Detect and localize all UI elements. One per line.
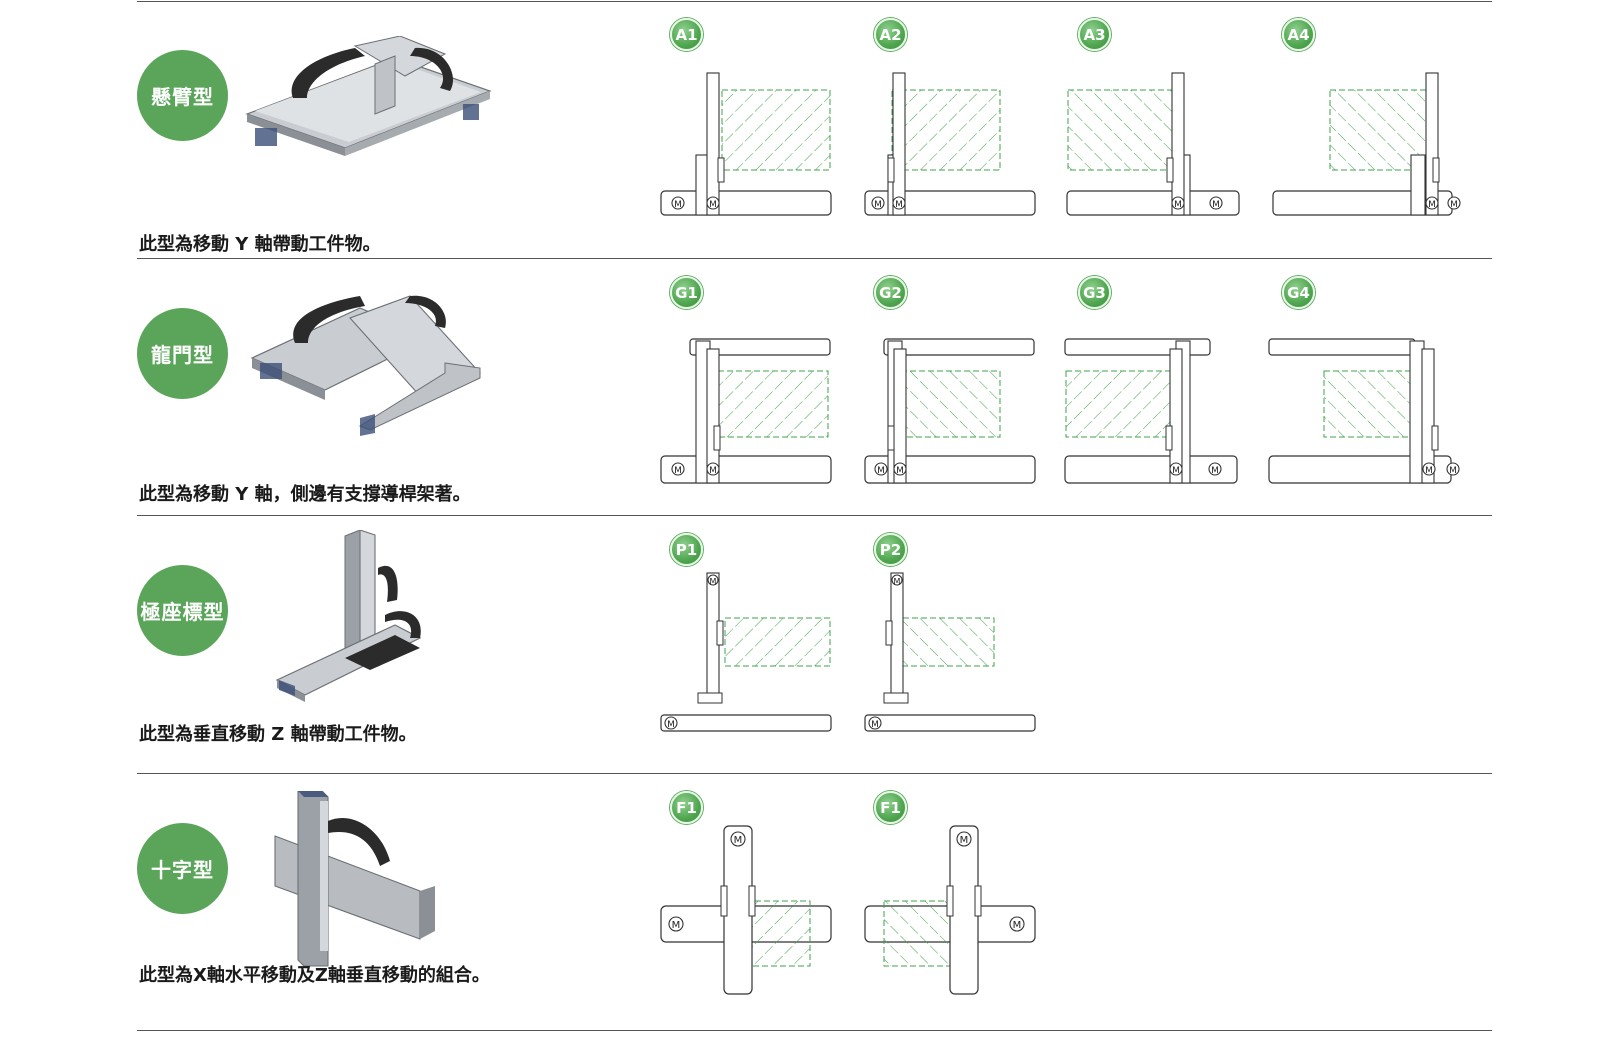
workspace-diagram: M M — [1272, 72, 1461, 216]
diagram-label: P2 — [874, 533, 907, 566]
workspace-diagram: M M — [1066, 72, 1240, 216]
cross-robot-image — [274, 791, 435, 967]
motor-symbol: M — [667, 720, 675, 730]
row-cross: 十字型 此型為X軸水平移動及Z軸垂直移動的組合。 F1 M M F1 — [0, 773, 1613, 1031]
motor-symbol: M — [709, 200, 717, 210]
diagram-label: A2 — [874, 18, 907, 51]
type-badge: 龍門型 — [137, 308, 228, 399]
motor-symbol: M — [709, 466, 717, 476]
motor-symbol: M — [1450, 200, 1458, 210]
divider-line — [137, 1030, 1492, 1031]
row-polar: 極座標型 此型為垂直移動 Z 軸帶動工件物。 P1 M M P2 — [0, 515, 1613, 773]
cantilever-robot-image — [245, 36, 492, 156]
motor-symbol: M — [1172, 466, 1180, 476]
motor-symbol: M — [672, 920, 681, 931]
motor-symbol: M — [710, 577, 717, 586]
divider-line — [137, 515, 1492, 516]
type-badge: 十字型 — [137, 823, 228, 914]
motor-symbol: M — [1174, 200, 1182, 210]
diagram-label: G1 — [670, 276, 703, 309]
diagram-label: A1 — [670, 18, 703, 51]
polar-robot-image — [275, 530, 422, 702]
description: 此型為移動 Y 軸，側邊有支撐導桿架著。 — [139, 484, 471, 505]
workspace-diagram: M M — [864, 825, 1036, 995]
motor-symbol: M — [1211, 466, 1219, 476]
diagram-label: F1 — [874, 791, 907, 824]
description: 此型為垂直移動 Z 軸帶動工件物。 — [139, 724, 417, 745]
workspace-diagram: M M — [660, 572, 832, 732]
motor-symbol: M — [894, 577, 901, 586]
motor-symbol: M — [877, 466, 885, 476]
diagram-label: A3 — [1078, 18, 1111, 51]
workspace-diagram: M M — [864, 338, 1036, 484]
motor-symbol: M — [674, 200, 682, 210]
motor-symbol: M — [960, 835, 969, 846]
motor-symbol: M — [1425, 466, 1433, 476]
description: 此型為X軸水平移動及Z軸垂直移動的組合。 — [139, 965, 490, 986]
motor-symbol: M — [674, 466, 682, 476]
workspace-diagram: M M — [864, 572, 1036, 732]
diagram-label: G3 — [1078, 276, 1111, 309]
diagram-label: A4 — [1282, 18, 1315, 51]
type-badge: 極座標型 — [137, 565, 228, 656]
motor-symbol: M — [871, 720, 879, 730]
motor-symbol: M — [734, 835, 743, 846]
divider-line — [137, 258, 1492, 259]
description: 此型為移動 Y 軸帶動工件物。 — [139, 234, 381, 255]
row-cantilever: 懸臂型 此型為移動 Y 軸帶動工件物。 A1 — [0, 0, 1613, 258]
type-badge: 懸臂型 — [137, 50, 228, 141]
diagram-label: G4 — [1282, 276, 1315, 309]
workspace-diagram: M M — [1268, 338, 1460, 484]
row-gantry: 龍門型 此型為移動 Y 軸，側邊有支撐導桿架著。 G1 M M G2 — [0, 258, 1613, 516]
diagram-label: F1 — [670, 791, 703, 824]
diagram-label: G2 — [874, 276, 907, 309]
gantry-robot-image — [250, 295, 481, 436]
workspace-diagram: M M — [660, 72, 832, 216]
diagram-label: P1 — [670, 533, 703, 566]
motor-symbol: M — [896, 466, 904, 476]
motor-symbol: M — [1428, 200, 1436, 210]
divider-line — [137, 773, 1492, 774]
workspace-diagram: M M — [660, 338, 832, 484]
motor-symbol: M — [874, 200, 882, 210]
motor-symbol: M — [1212, 200, 1220, 210]
divider-line — [137, 1, 1492, 2]
motor-symbol: M — [895, 200, 903, 210]
motor-symbol: M — [1449, 466, 1457, 476]
workspace-diagram: M M — [1064, 338, 1238, 484]
workspace-diagram: M M — [864, 72, 1036, 216]
motor-symbol: M — [1013, 920, 1022, 931]
workspace-diagram: M M — [660, 825, 832, 995]
